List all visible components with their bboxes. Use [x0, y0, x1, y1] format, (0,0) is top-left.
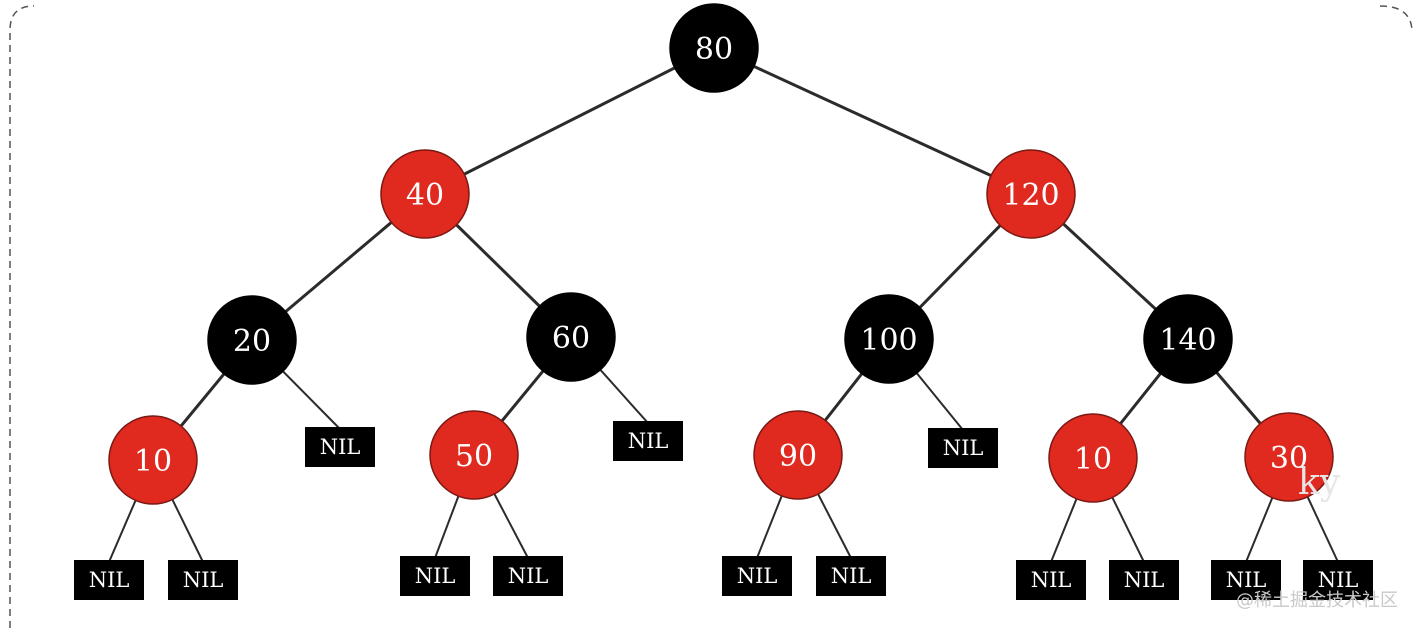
red-node-circle: [1048, 413, 1138, 503]
red-node-circle: [429, 410, 519, 500]
site-watermark: @稀土掘金技术社区: [1236, 590, 1398, 611]
node-label: 80: [695, 32, 733, 67]
tree-edges: [108, 46, 1339, 563]
red-node-circle: [108, 415, 198, 505]
tree-node-n50: 50: [429, 410, 519, 500]
tree-node-n30: 30: [1244, 412, 1334, 502]
nil-box: [74, 560, 144, 600]
nil-box: [1016, 560, 1086, 600]
nil-box: [1303, 560, 1373, 600]
black-node-circle: [526, 292, 616, 382]
nil-box: [305, 427, 375, 467]
nil-leaf: NIL: [305, 427, 375, 467]
frame-border: [9, 5, 35, 628]
tree-node-n100: 100: [844, 294, 934, 384]
nil-leaf: NIL: [1016, 560, 1086, 600]
red-node-circle: [753, 410, 843, 500]
tree-node-n120: 120: [986, 149, 1076, 239]
nil-label: NIL: [89, 568, 130, 592]
nil-leaf: NIL: [400, 556, 470, 596]
nil-leaf: NIL: [168, 560, 238, 600]
nil-leaf: NIL: [928, 428, 998, 468]
tree-node-n20: 20: [207, 295, 297, 385]
node-label: 100: [860, 323, 917, 358]
node-label: 20: [233, 324, 271, 359]
tree-node-n10b: 10: [1048, 413, 1138, 503]
nil-label: NIL: [183, 568, 224, 592]
tree-node-n140: 140: [1143, 294, 1233, 384]
nil-leaf: NIL: [74, 560, 144, 600]
nil-leaf: NIL: [493, 556, 563, 596]
nil-leaf: NIL: [722, 556, 792, 596]
nil-label: NIL: [320, 435, 361, 459]
black-node-circle: [1143, 294, 1233, 384]
black-node-circle: [207, 295, 297, 385]
nil-label: NIL: [415, 564, 456, 588]
faint-watermark: ky: [1298, 462, 1341, 503]
nil-leaf: NIL: [1303, 560, 1373, 600]
nil-leaf: NIL: [816, 556, 886, 596]
tree-node-n60: 60: [526, 292, 616, 382]
tree-edge: [713, 46, 1032, 196]
nil-label: NIL: [1318, 568, 1359, 592]
tree-nodes: 80 40 120 20 60 100 140 10 50 90 10 30: [108, 3, 1334, 505]
nil-box: [1211, 560, 1281, 600]
node-label: 140: [1159, 323, 1216, 358]
nil-label: NIL: [737, 564, 778, 588]
node-label: 40: [406, 178, 444, 213]
nil-box: [168, 560, 238, 600]
black-node-circle: [669, 3, 759, 93]
black-node-circle: [844, 294, 934, 384]
node-label: 120: [1002, 178, 1059, 213]
tree-node-n10a: 10: [108, 415, 198, 505]
nil-box: [928, 428, 998, 468]
red-node-circle: [1244, 412, 1334, 502]
tree-node-n80: 80: [669, 3, 759, 93]
nil-leaves: NIL NIL NIL NIL NIL NIL NIL NIL NIL NIL NIL NIL NIL: [74, 421, 1373, 600]
node-label: 90: [779, 439, 817, 474]
nil-leaf: NIL: [1211, 560, 1281, 600]
nil-label: NIL: [508, 564, 549, 588]
node-label: 60: [552, 321, 590, 356]
nil-label: NIL: [1226, 568, 1267, 592]
nil-label: NIL: [628, 429, 669, 453]
nil-label: NIL: [943, 436, 984, 460]
nil-box: [816, 556, 886, 596]
nil-label: NIL: [1124, 568, 1165, 592]
nil-box: [613, 421, 683, 461]
nil-label: NIL: [1031, 568, 1072, 592]
nil-box: [400, 556, 470, 596]
frame-border-right: [1379, 5, 1413, 33]
red-node-circle: [986, 149, 1076, 239]
node-label: 30: [1270, 441, 1308, 476]
node-label: 10: [134, 444, 172, 479]
nil-leaf: NIL: [613, 421, 683, 461]
nil-label: NIL: [831, 564, 872, 588]
nil-box: [1109, 560, 1179, 600]
tree-node-n90: 90: [753, 410, 843, 500]
node-label: 10: [1074, 442, 1112, 477]
nil-box: [722, 556, 792, 596]
red-node-circle: [380, 149, 470, 239]
nil-box: [493, 556, 563, 596]
tree-node-n40: 40: [380, 149, 470, 239]
nil-leaf: NIL: [1109, 560, 1179, 600]
tree-edge: [424, 46, 715, 196]
node-label: 50: [455, 439, 493, 474]
